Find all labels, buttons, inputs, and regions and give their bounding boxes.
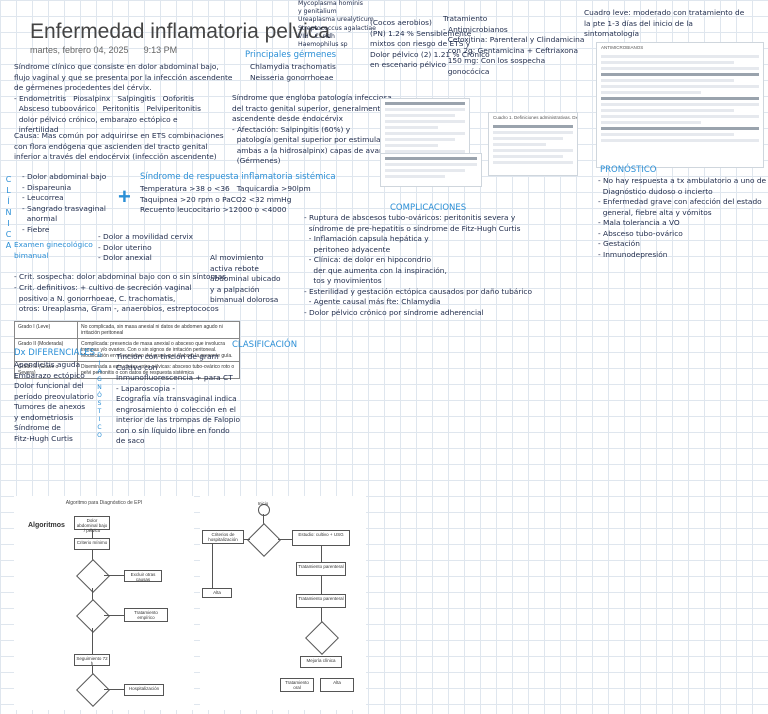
criteria-definitive: - Crit. definitivos: + cultivo de secrec…	[14, 283, 219, 313]
syndrome-note: Síndrome que engloba patología infeccios…	[232, 93, 396, 165]
flow-decision	[247, 523, 281, 557]
main-germs-heading: Principales gérmenes	[245, 50, 337, 60]
scan-table-bottom	[380, 153, 482, 187]
flow-decision	[305, 621, 339, 655]
criteria-suspicion: - Crit. sospecha: dolor abdominal bajo c…	[14, 272, 227, 281]
flow-box: Tratamiento parenteral	[296, 594, 346, 608]
grade-desc-cell: No complicada, sin masa anexial ni datos…	[77, 321, 240, 339]
mild-case-note: Cuadro leve: moderado con tratamiento de…	[584, 8, 745, 38]
prognosis-heading: PRONÓSTICO	[600, 165, 657, 175]
flowchart-diagnosis: Algoritmo para Diagnóstico de EPI Algori…	[14, 496, 194, 710]
differentials-list: Apendicitis aguda Embarazo ectópico Dolo…	[14, 360, 94, 443]
scan-antimicrobials-title: ANTIMICROBIANOS	[601, 45, 644, 50]
scan-table-right: Cuadro 1. Definiciones administrativas. …	[488, 112, 578, 176]
page-title: Enfermedad inflamatoria pelvica	[30, 20, 330, 43]
prognosis-list: - No hay respuesta a tx ambulatorio a un…	[598, 176, 767, 259]
treatment-note: Tratamiento - Antimicrobianos Cefoxitina…	[443, 14, 585, 76]
flow-box: Criterio mínimo	[74, 538, 110, 550]
flow-box: Seguimiento 72 h	[74, 654, 110, 666]
clinica-list: - Dolor abdominal bajo - Dispareunia - L…	[22, 172, 107, 234]
clinica-vertical-label: CLÍNICA	[4, 175, 13, 252]
flow-box: Excluir otras causas	[124, 570, 162, 582]
flow-decision	[76, 599, 110, 633]
flowchart-left-heading: Algoritmos	[28, 522, 65, 529]
flow-decision	[76, 559, 110, 593]
flowchart-treatment: Inicio Criterios de hospitalización Estu…	[200, 496, 366, 710]
definition-note: Síndrome clínico que consiste en dolor a…	[14, 62, 233, 134]
aerobic-cocci-note: (Cocos aerobios) (PN) 1.24 % Sensiblemen…	[370, 18, 490, 69]
flow-start	[258, 504, 270, 516]
main-germs-list: Chlamydia trachomatis Neisseria gonorrho…	[250, 62, 336, 82]
diagnosis-vertical-label: DIAGNÓSTICO	[96, 352, 103, 440]
flow-box: Alta	[320, 678, 354, 692]
flow-box: Tratamiento parenteral	[296, 562, 346, 576]
flow-box: Criterios de hospitalización	[202, 530, 244, 544]
page-date: martes, febrero 04, 2025 9:13 PM	[30, 45, 178, 55]
complications-heading: COMPLICACIONES	[390, 203, 467, 213]
flow-box: Tratamiento empírico	[124, 608, 168, 622]
grade-cell: Grado I (Leve)	[14, 321, 78, 339]
scan-table-title: Cuadro 1. Definiciones administrativas. …	[493, 115, 578, 120]
diagnosis-list: Tinción con tinción de gram Cultivo con …	[116, 352, 240, 445]
flow-box: Dolor abdominal bajo / pélvico	[74, 516, 110, 533]
sirs-criteria: Temperatura >38 o <36 Taquicardia >90lpm…	[140, 184, 311, 214]
exam-list: - Dolor a movilidad cervix - Dolor uteri…	[98, 232, 194, 262]
table-row: Grado II (Moderada) Complicada: presenci…	[14, 338, 240, 362]
flow-box: Hospitalización	[124, 684, 164, 696]
differentials-heading: Dx DIFERENCIALES	[14, 348, 95, 358]
table-row: Grado I (Leve) No complicada, sin masa a…	[14, 321, 240, 339]
table-row: Grado III (Grave o Severa) Diseminada a …	[14, 361, 240, 379]
flow-box: Estudio: cultivo + USG	[292, 530, 350, 546]
flow-box: Tratamiento oral	[280, 678, 314, 692]
micro-list: Mycoplasma hominis y genitalium Ureaplas…	[298, 0, 376, 49]
exam-heading: Examen ginecológico bimanual	[14, 240, 93, 260]
grade-desc-cell: Complicada: presencia de masa anexial o …	[77, 338, 240, 362]
complications-list: - Ruptura de abscesos tubo-ováricos: per…	[304, 213, 532, 317]
exam-side-note: Al movimiento activa rebote abdominal ub…	[210, 253, 281, 304]
flow-box: Alta	[202, 588, 232, 598]
grade-desc-cell: Diseminada a estructuras extra pélvicas:…	[77, 361, 240, 379]
scan-antimicrobials: ANTIMICROBIANOS	[596, 42, 764, 168]
causes-note: Causa: Mas común por adquirirse en ETS c…	[14, 131, 224, 161]
grades-table: Grado I (Leve) No complicada, sin masa a…	[14, 321, 240, 379]
flow-label: Inicio	[257, 501, 269, 506]
flow-decision	[76, 673, 110, 707]
classification-heading: CLASIFICACIÓN	[232, 340, 298, 350]
flow-box: Mejoría clínica	[300, 656, 342, 668]
plus-icon: +	[118, 184, 131, 209]
flowchart-left-title: Algoritmo para Diagnóstico de EPI	[65, 500, 143, 506]
sirs-heading: Síndrome de respuesta inflamatoria sisté…	[140, 172, 336, 182]
